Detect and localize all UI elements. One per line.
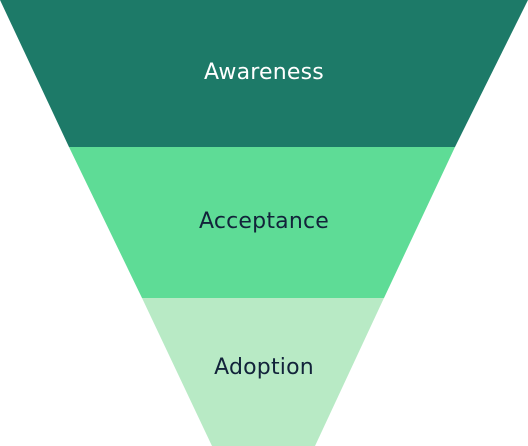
funnel-stage-acceptance [69, 147, 455, 298]
funnel-label-adoption: Adoption [214, 355, 314, 380]
funnel-stage-awareness [0, 0, 528, 147]
funnel-stage-adoption [142, 298, 384, 446]
funnel-label-acceptance: Acceptance [198, 209, 330, 234]
funnel-label-awareness: Awareness [204, 60, 324, 85]
